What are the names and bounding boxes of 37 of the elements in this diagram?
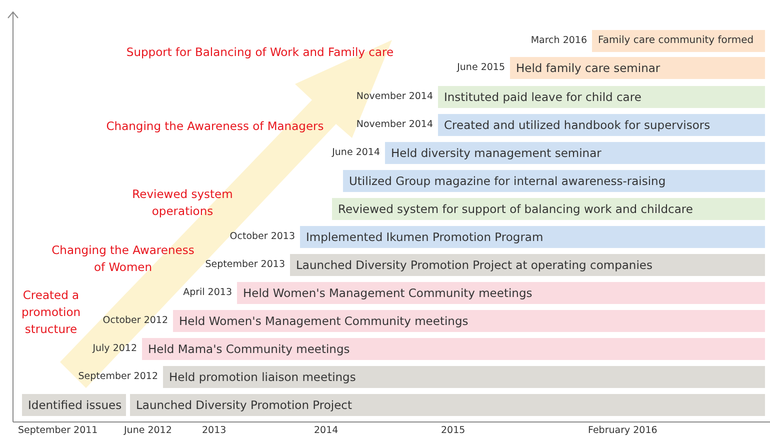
event-bar: Held Mama's Community meetings: [142, 338, 765, 360]
event-bar: Launched Diversity Promotion Project at operating companies: [290, 254, 765, 276]
phase-label: Changing the Awareness of Managers: [105, 118, 325, 135]
axis-tick-label: 2013: [202, 425, 226, 436]
date-label: October 2012: [102, 314, 168, 328]
event-bar: Implemented Ikumen Promotion Program: [300, 226, 765, 248]
axis-tick-label: June 2012: [124, 425, 172, 436]
event-bar: Family care community formed: [592, 30, 765, 52]
date-label: April 2013: [183, 286, 232, 300]
event-bar: Launched Diversity Promotion Project: [130, 394, 765, 416]
date-label: September 2013: [205, 258, 285, 272]
axis-tick-label: September 2011: [18, 425, 98, 436]
date-label: October 2013: [230, 230, 295, 244]
event-bar: Held Women's Management Community meetings: [237, 282, 765, 304]
event-bar: Identified issues: [22, 394, 126, 416]
phase-label: Support for Balancing of Work and Family care: [125, 44, 395, 61]
date-label: September 2012: [78, 370, 158, 384]
event-bar: Utilized Group magazine for internal awareness-raising: [343, 170, 765, 192]
date-label: November 2014: [356, 118, 433, 132]
event-bar: Held diversity management seminar: [385, 142, 765, 164]
event-bar: Reviewed system for support of balancing work and childcare: [332, 198, 765, 220]
axis-tick-label: 2014: [314, 425, 338, 436]
phase-label: Changing the Awareness of Women: [50, 242, 196, 276]
phase-label: Created a promotion structure: [20, 287, 82, 338]
date-label: June 2015: [457, 61, 505, 75]
event-bar: Held promotion liaison meetings: [163, 366, 765, 388]
date-label: July 2012: [92, 342, 137, 356]
date-label: March 2016: [530, 34, 587, 48]
axis-tick-label: 2015: [441, 425, 466, 436]
event-bar: Held family care seminar: [510, 57, 765, 79]
event-bar: Held Women's Management Community meetings: [173, 310, 765, 332]
phase-label: Reviewed system operations: [131, 186, 234, 220]
event-bar: Instituted paid leave for child care: [438, 86, 765, 108]
axis-tick-label: February 2016: [588, 425, 658, 436]
date-label: June 2014: [332, 146, 380, 160]
date-label: November 2014: [356, 90, 433, 104]
event-bar: Created and utilized handbook for supervisors: [438, 114, 765, 136]
